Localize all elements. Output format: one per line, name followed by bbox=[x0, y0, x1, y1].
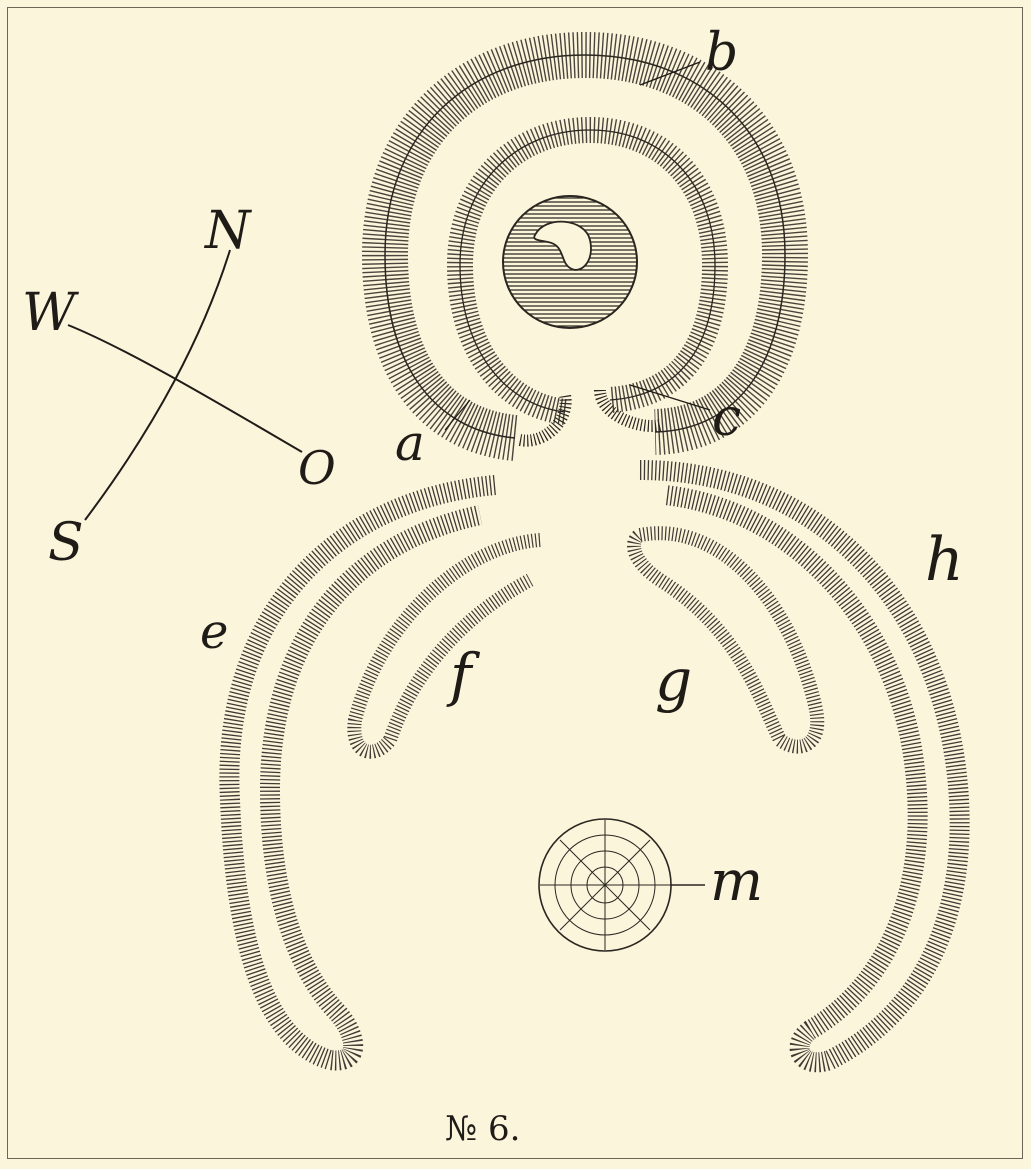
label-c: c bbox=[712, 388, 741, 448]
label-g: g bbox=[655, 646, 692, 714]
inner-arm-right bbox=[634, 533, 817, 746]
label-h: h bbox=[925, 525, 964, 595]
outer-arm-left bbox=[229, 485, 495, 1060]
compass-west: W bbox=[22, 283, 79, 343]
label-m: m bbox=[710, 849, 763, 914]
compass-rose bbox=[68, 250, 302, 520]
inner-arm-left bbox=[354, 540, 540, 752]
figure-caption: № 6. bbox=[445, 1109, 520, 1149]
label-b: b bbox=[705, 23, 738, 83]
round-feature bbox=[539, 819, 705, 951]
label-a: a bbox=[395, 414, 425, 472]
compass-north: N bbox=[203, 201, 252, 261]
label-e: e bbox=[200, 604, 228, 660]
compass-south: S bbox=[48, 513, 84, 573]
outer-arm-right bbox=[640, 470, 960, 1062]
label-f: f bbox=[446, 641, 481, 709]
compass-east: O bbox=[298, 441, 336, 495]
